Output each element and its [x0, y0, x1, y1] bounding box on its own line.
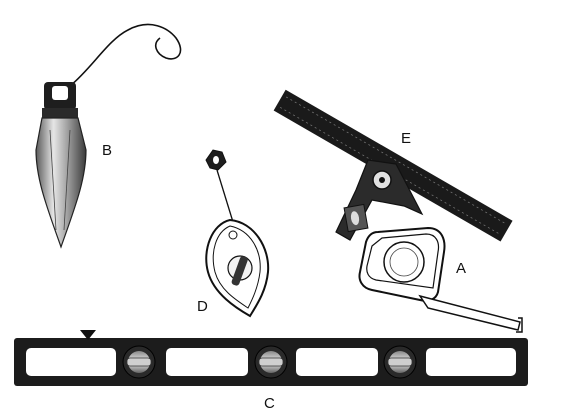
chalk-string	[216, 169, 234, 223]
level-window	[426, 348, 516, 376]
label-e: E	[401, 130, 411, 147]
chalk-crank	[231, 256, 248, 286]
chalk-line-icon	[205, 149, 270, 318]
level-marker	[80, 330, 96, 340]
tape-reel	[383, 241, 425, 283]
spirit-level-icon	[14, 330, 528, 386]
level-window	[296, 348, 378, 376]
level-vial	[383, 345, 417, 379]
label-a: A	[456, 260, 466, 277]
level-vial	[254, 345, 288, 379]
plumb-bob-icon	[35, 23, 182, 249]
combination-square-icon	[273, 89, 513, 242]
level-vial	[122, 345, 156, 379]
label-d: D	[197, 298, 208, 315]
level-window	[166, 348, 248, 376]
tape-measure-icon	[358, 226, 523, 333]
plumb-bob-body	[35, 117, 87, 249]
label-b: B	[102, 142, 112, 159]
label-c: C	[264, 395, 275, 412]
level-window	[26, 348, 116, 376]
tape-case	[358, 226, 446, 302]
plumb-bob-string	[69, 23, 182, 87]
tape-blade	[418, 294, 521, 331]
